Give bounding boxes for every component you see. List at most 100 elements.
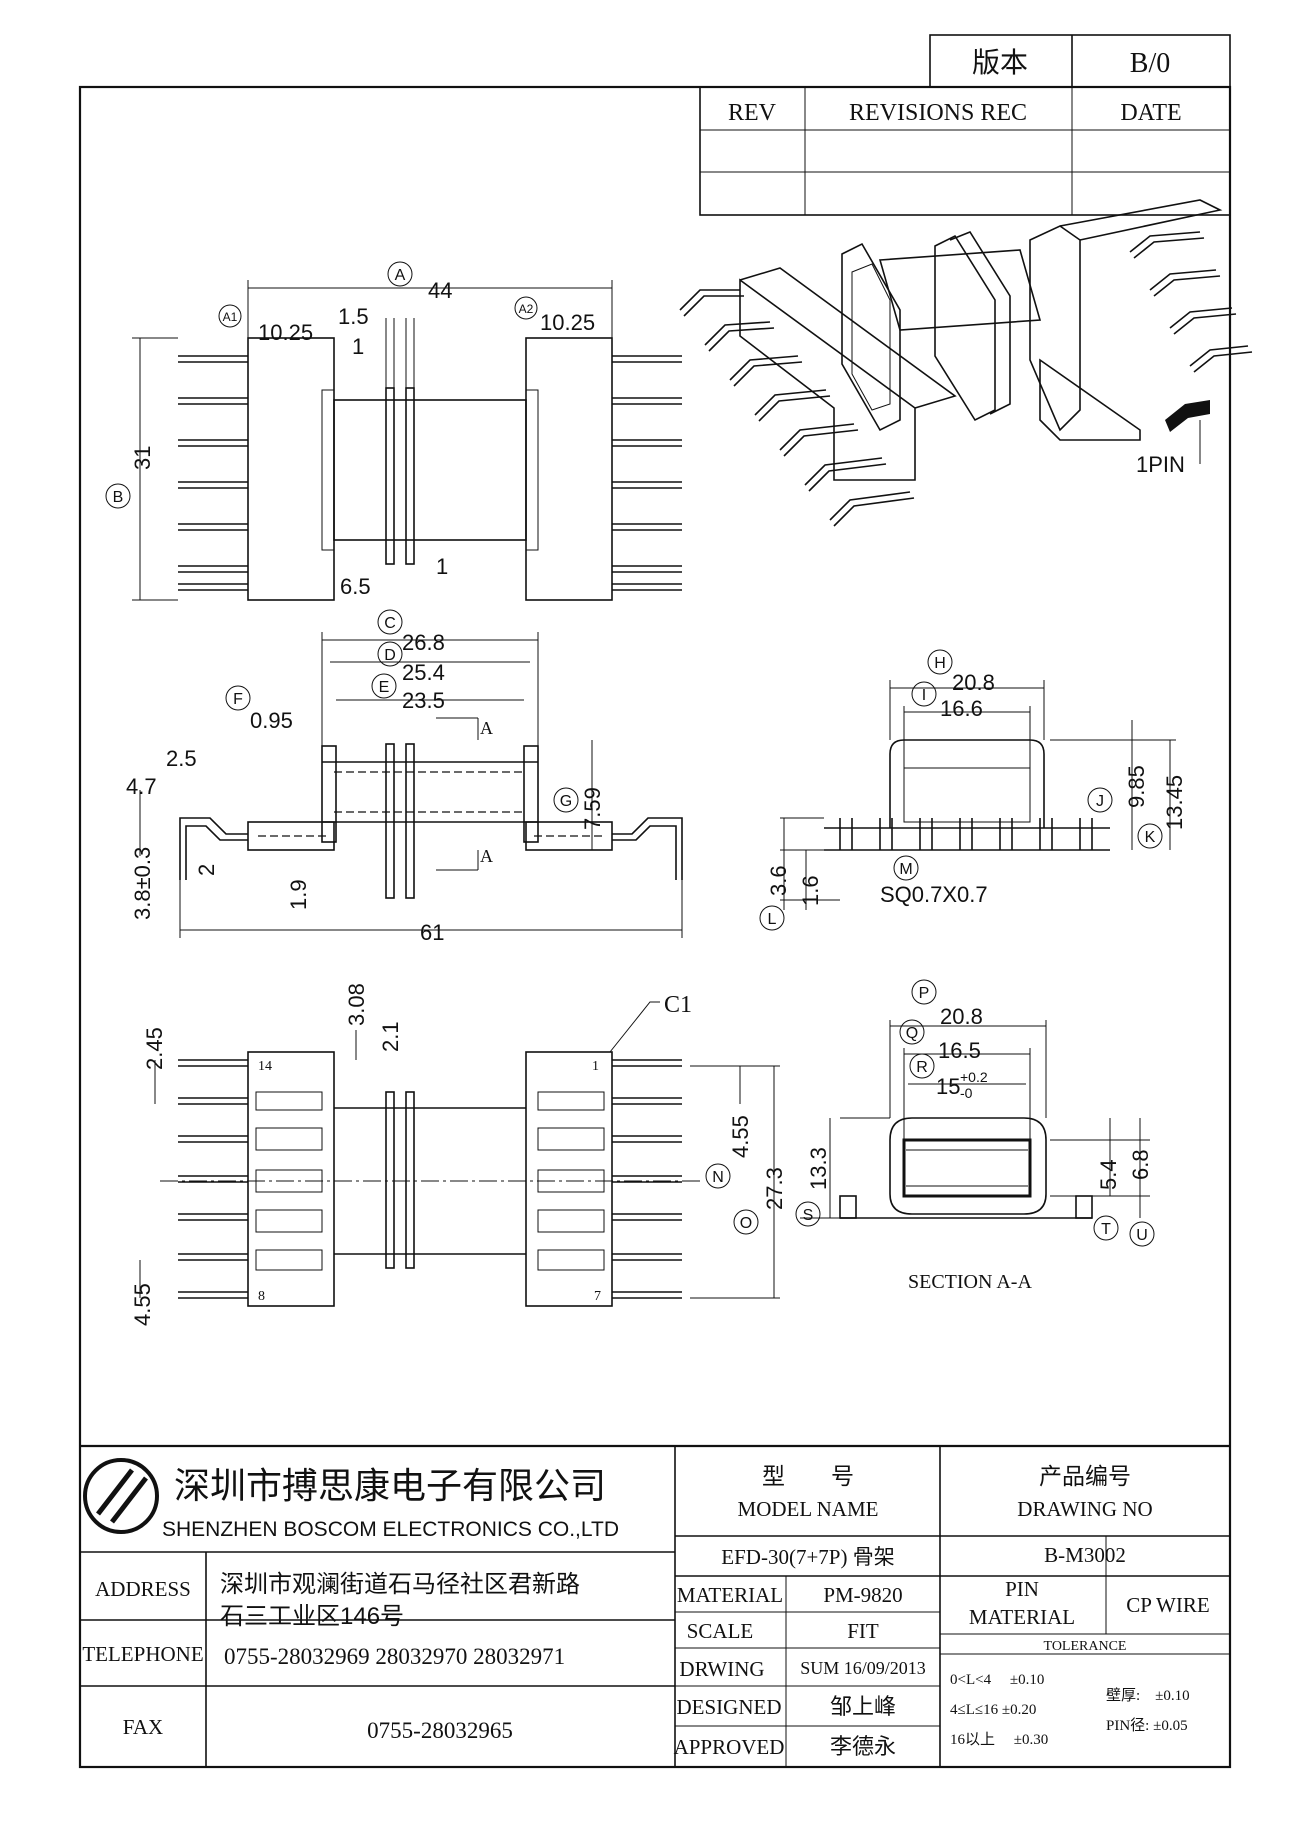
side-view: C 26.8 D 25.4 E 23.5 F 0.95 2.5 4.7 G 7.…: [126, 609, 683, 945]
fax-label: FAX: [123, 1715, 163, 1739]
dim-M-value: SQ0.7X0.7: [880, 882, 988, 907]
C1-label: C1: [664, 992, 692, 1018]
dim-A2-tag: A2: [519, 302, 534, 316]
pin-7-label: 7: [594, 1289, 601, 1304]
dim-P-tag: P: [919, 985, 930, 1002]
section-caption: SECTION A-A: [908, 1271, 1032, 1293]
dim-A-tag: A: [395, 267, 406, 284]
model-label-cn: 型 号: [762, 1463, 854, 1489]
dim-2-5: 2.5: [166, 746, 197, 771]
dim-O-value: 27.3: [762, 1167, 787, 1210]
iso-1pin-label: 1PIN: [1136, 452, 1185, 477]
pin-material-label-2: MATERIAL: [969, 1605, 1075, 1629]
version-label: 版本: [972, 47, 1028, 78]
dim-1-bottom: 1: [436, 554, 448, 579]
dim-2-1: 2.1: [378, 1021, 403, 1052]
top-view-right-pins: [612, 355, 682, 591]
end-view: H 20.8 I 16.6 J 9.85 K 13.45 3.6 1.6 L M…: [759, 649, 1187, 931]
model-value: EFD-30(7+7P) 骨架: [721, 1545, 894, 1569]
dim-J-value: 9.85: [1124, 765, 1149, 808]
dim-B-value: 31: [130, 446, 155, 470]
isometric-view: 1PIN: [679, 199, 1253, 527]
version-box: 版本 B/0: [929, 34, 1231, 88]
company-logo: [83, 1458, 159, 1534]
approved-label: APPROVED: [674, 1735, 785, 1759]
dim-I-value: 16.6: [940, 696, 983, 721]
drawing-no-label-cn: 产品编号: [1039, 1463, 1131, 1489]
dim-E-value: 23.5: [402, 688, 445, 713]
designed-value: 邹上峰: [830, 1694, 896, 1719]
dim-2: 2: [194, 864, 219, 876]
approved-value: 李德永: [830, 1734, 896, 1759]
pin-14-label: 14: [258, 1059, 272, 1074]
dim-1-9: 1.9: [286, 879, 311, 910]
dim-S-value: 13.3: [806, 1147, 831, 1190]
designed-label: DESIGNED: [677, 1695, 782, 1719]
address-label: ADDRESS: [95, 1577, 191, 1601]
model-label-en: MODEL NAME: [738, 1497, 879, 1521]
pin-material-value: CP WIRE: [1126, 1593, 1209, 1617]
dim-3-8: 3.8±0.3: [130, 847, 155, 920]
dim-N-tag: N: [712, 1169, 724, 1186]
tolerance-row-1: 0<L<4 ±0.10: [950, 1672, 1044, 1688]
dim-R-tag: R: [916, 1059, 928, 1076]
address-line1: 深圳市观澜街道石马径社区君新路: [220, 1571, 580, 1598]
dim-T-value: 5.4: [1096, 1159, 1121, 1190]
dim-F-value: 0.95: [250, 708, 293, 733]
dim-U-value: 6.8: [1128, 1149, 1153, 1180]
dim-L-tag: L: [768, 911, 777, 928]
drawing-no-label-en: DRAWING NO: [1017, 1497, 1152, 1521]
section-marker-bottom: A: [480, 846, 493, 866]
dim-3-08: 3.08: [344, 983, 369, 1026]
pin-8-label: 8: [258, 1289, 265, 1304]
dim-C-tag: C: [384, 615, 396, 632]
dim-S-tag: S: [803, 1207, 814, 1224]
dim-T-tag: T: [1101, 1221, 1111, 1238]
drawing-frame: [78, 85, 1232, 1769]
dim-1-5: 1.5: [338, 304, 369, 329]
dim-R-tol-up: +0.2: [960, 1069, 988, 1085]
dim-A2-value: 10.25: [540, 310, 595, 335]
dim-P-value: 20.8: [940, 1004, 983, 1029]
dim-C-value: 26.8: [402, 630, 445, 655]
section-a-a: P 20.8 Q 16.5 R 15 +0.2 -0 13.3 S 5.4 6.…: [795, 979, 1155, 1293]
pin-1-label: 1: [592, 1059, 599, 1074]
top-view-left-pins: [178, 355, 248, 591]
title-block: 深圳市搏思康电子有限公司 SHENZHEN BOSCOM ELECTRONICS…: [80, 1444, 1230, 1766]
date-header: DATE: [1120, 100, 1181, 126]
dim-K-value: 13.45: [1162, 775, 1187, 830]
dim-Q-value: 16.5: [938, 1038, 981, 1063]
tolerance-row-2: 4≤L≤16 ±0.20: [950, 1702, 1036, 1718]
dim-4-7: 4.7: [126, 774, 157, 799]
pin-material-label-1: PIN: [1005, 1577, 1039, 1601]
version-value: B/0: [1130, 48, 1170, 79]
drawing-no-value: B-M3002: [1044, 1543, 1126, 1567]
dim-H-value: 20.8: [952, 670, 995, 695]
dim-D-tag: D: [384, 647, 396, 664]
scale-label: SCALE: [687, 1619, 754, 1643]
top-view: A 44 A1 10.25 A2 10.25 1.5 1 1 B 31 6.5: [105, 261, 682, 601]
material-label: MATERIAL: [677, 1583, 783, 1607]
address-line2: 石三工业区146号: [220, 1603, 404, 1630]
dim-O-tag: O: [740, 1215, 752, 1232]
tolerance-header: TOLERANCE: [1044, 1639, 1127, 1654]
telephone-value: 0755-28032969 28032970 28032971: [224, 1644, 565, 1669]
dim-Q-tag: Q: [906, 1025, 918, 1042]
dim-R-value: 15: [936, 1074, 960, 1099]
company-name-en: SHENZHEN BOSCOM ELECTRONICS CO.,LTD: [162, 1518, 619, 1541]
scale-value: FIT: [847, 1619, 879, 1643]
dim-61: 61: [420, 920, 444, 945]
rev-header: REV: [728, 100, 777, 126]
dim-F-tag: F: [233, 691, 243, 708]
dim-3-6: 3.6: [766, 865, 791, 896]
dim-1-6: 1.6: [798, 875, 823, 906]
telephone-label: TELEPHONE: [82, 1642, 203, 1666]
dim-K-tag: K: [1145, 829, 1156, 846]
dim-E-tag: E: [379, 679, 390, 696]
drwing-value: SUM 16/09/2013: [800, 1658, 926, 1678]
material-value: PM-9820: [823, 1583, 902, 1607]
dim-G-tag: G: [560, 793, 572, 810]
dim-B-tag: B: [113, 489, 124, 506]
revision-table: REV REVISIONS REC DATE: [699, 86, 1231, 216]
dim-N-value: 4.55: [728, 1115, 753, 1158]
